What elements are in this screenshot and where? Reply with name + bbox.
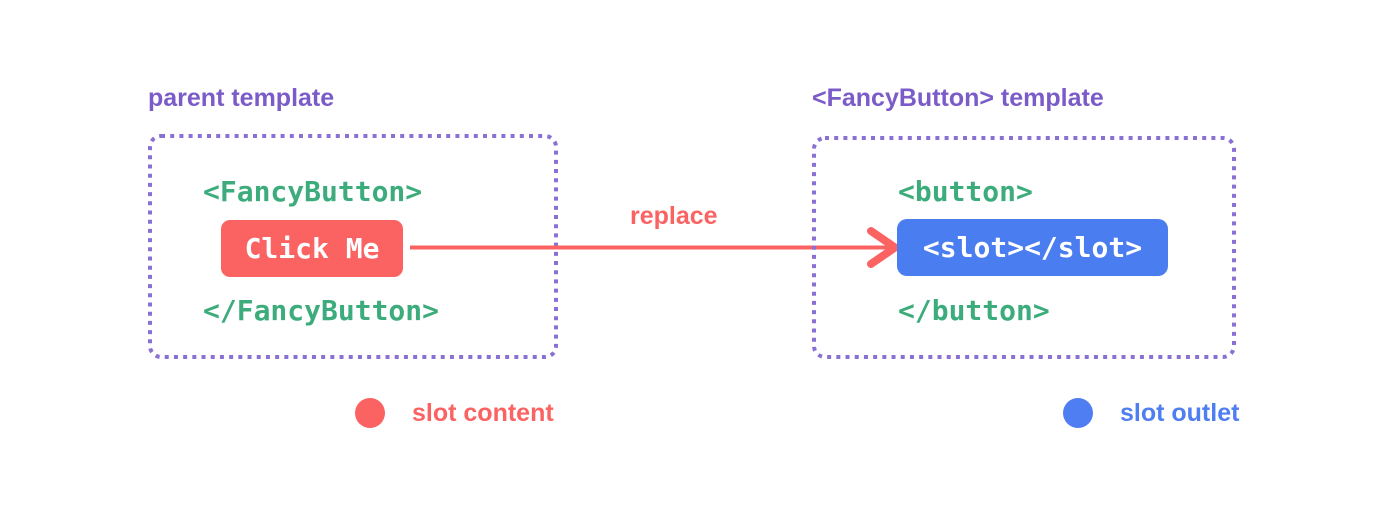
legend-slot-outlet: slot outlet: [1063, 398, 1239, 428]
fancybutton-open-tag: <FancyButton>: [203, 175, 423, 208]
parent-template-title: parent template: [148, 84, 335, 112]
slot-outlet-dot-icon: [1063, 398, 1093, 428]
slot-content-dot-icon: [355, 398, 385, 428]
slot-code-label: <slot></slot>: [922, 231, 1143, 264]
slot-outlet-box: <slot></slot>: [897, 219, 1168, 276]
fancybutton-template-title: <FancyButton> template: [812, 84, 1104, 112]
fancybutton-close-tag: </FancyButton>: [203, 294, 440, 327]
replace-label: replace: [630, 202, 718, 230]
fancybutton-template-box-border: [812, 136, 1236, 359]
slot-content-label: slot content: [412, 398, 554, 427]
button-close-tag: </button>: [898, 294, 1050, 327]
click-me-button: Click Me: [221, 220, 403, 277]
legend-slot-content: slot content: [355, 398, 554, 428]
button-open-tag: <button>: [898, 175, 1033, 208]
slot-outlet-label: slot outlet: [1120, 398, 1240, 427]
click-me-label: Click Me: [244, 232, 380, 265]
replace-arrow: [410, 227, 899, 268]
